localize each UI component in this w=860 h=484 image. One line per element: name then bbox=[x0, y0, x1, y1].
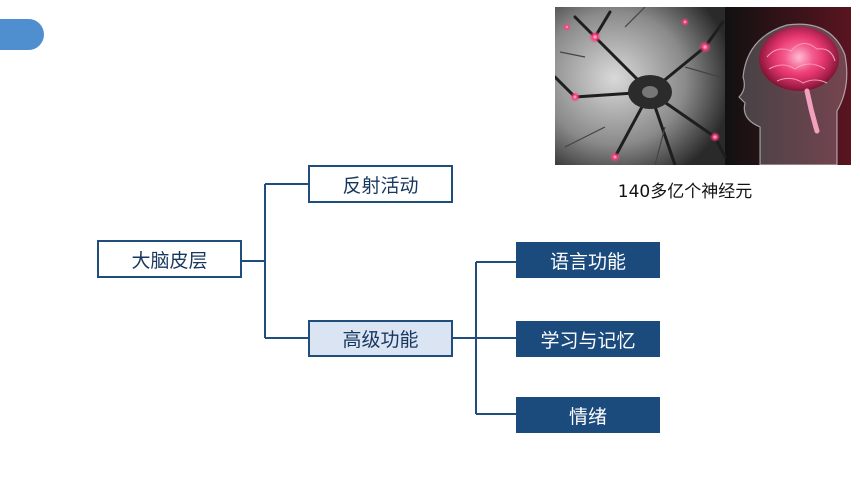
node-learning-memory: 学习与记忆 bbox=[516, 321, 660, 357]
neuron-count-caption: 140多亿个神经元 bbox=[617, 182, 753, 202]
root-node-cerebral-cortex: 大脑皮层 bbox=[97, 240, 242, 278]
node-higher-function: 高级功能 bbox=[308, 320, 453, 357]
node-language-function: 语言功能 bbox=[516, 242, 660, 278]
node-reflex-activity: 反射活动 bbox=[308, 165, 453, 203]
neuron-brain-photo bbox=[555, 7, 851, 165]
node-emotion: 情绪 bbox=[516, 397, 660, 433]
neuron-brain-illustration bbox=[555, 7, 851, 165]
title-tab-accent bbox=[0, 19, 44, 50]
